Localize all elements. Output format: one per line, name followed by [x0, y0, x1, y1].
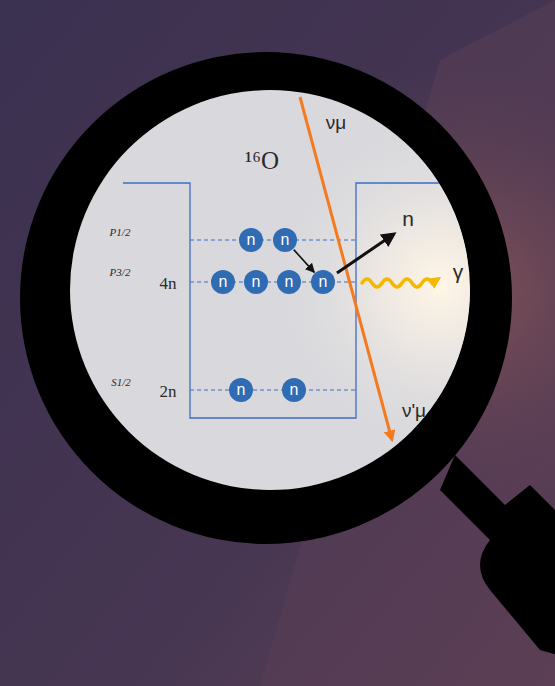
orbital-label: P3/2: [110, 267, 131, 278]
neutron-label: n: [319, 274, 328, 290]
particle-label: ν'μ: [402, 401, 426, 420]
neutron-track: [337, 234, 394, 273]
particle-label: νμ: [326, 113, 346, 132]
orbital-label: S1/2: [111, 377, 131, 388]
orbital-label: P1/2: [110, 227, 131, 238]
neutron-circle: n: [273, 228, 297, 252]
neutron-circle: n: [277, 270, 301, 294]
neutron-circle: n: [211, 270, 235, 294]
magnifier-ring: [20, 52, 512, 544]
potential-well: [123, 183, 480, 418]
neutron-label: n: [219, 274, 228, 290]
neutron-circle: n: [239, 228, 263, 252]
neutron-circle: n: [229, 378, 253, 402]
occupancy-label: 4n: [160, 275, 177, 292]
neutron-circle: n: [244, 270, 268, 294]
neutron-label: n: [290, 382, 299, 398]
neutron-label: n: [237, 382, 246, 398]
particle-label: γ: [453, 261, 464, 282]
energy-level: [190, 390, 356, 391]
neutron-label: n: [247, 232, 256, 248]
neutron-label: n: [285, 274, 294, 290]
lens-glow: [70, 90, 470, 490]
occupancy-label: 2n: [160, 383, 177, 400]
isotope-label: ¹⁶O: [245, 148, 279, 173]
magnifier-lens: [70, 90, 470, 490]
particle-label: n: [402, 208, 414, 229]
gamma-wave: [362, 279, 438, 287]
neutron-label: n: [281, 232, 290, 248]
neutron-circle: n: [282, 378, 306, 402]
magnifier-handle: [440, 455, 555, 660]
neutron-circle: n: [311, 270, 335, 294]
transition-arrow: [294, 250, 315, 273]
neutron-label: n: [252, 274, 261, 290]
